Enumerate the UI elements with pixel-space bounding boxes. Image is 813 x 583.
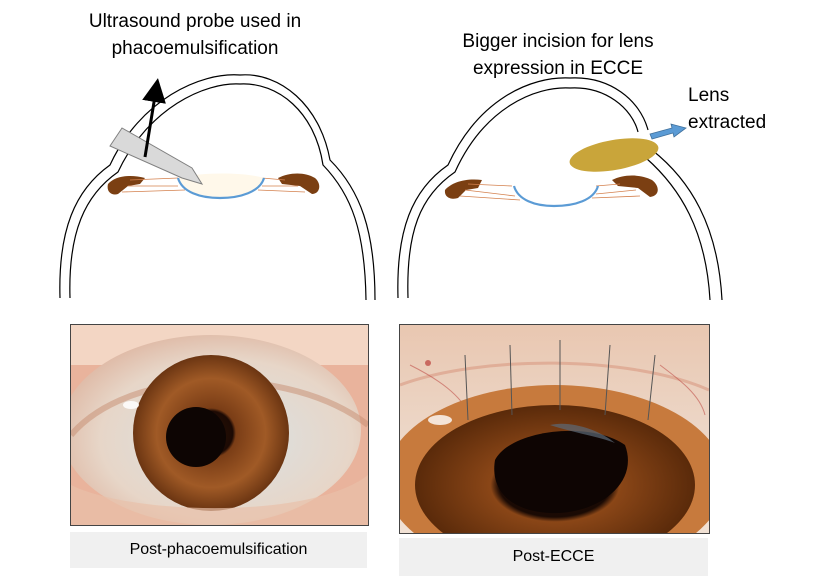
- left-zonules: [121, 177, 306, 193]
- post-ecce-caption: Post-ECCE: [399, 538, 708, 576]
- probe-label-line-1: Ultrasound probe used in: [88, 11, 302, 32]
- right-sclera-outer: [397, 77, 649, 299]
- incision-label-line-2: expression in ECCE: [472, 58, 644, 79]
- lens-label-line-1: Lens: [688, 85, 730, 106]
- post-phaco-eye-image: [71, 325, 368, 525]
- right-zonules: [459, 183, 641, 201]
- probe-pointer-arrow: [142, 78, 166, 158]
- left-sclera-inner: [69, 83, 367, 301]
- left-ciliary-body-left: [107, 176, 145, 195]
- probe-label-line-2: phacoemulsification: [111, 38, 279, 59]
- right-sclera-inner: [407, 87, 639, 299]
- right-ciliary-body-right: [612, 175, 658, 197]
- left-eye-diagram: [59, 74, 376, 301]
- right-sclera-inner-2: [645, 157, 711, 301]
- extracted-lens: [569, 138, 659, 172]
- left-ciliary-body-right: [278, 173, 320, 194]
- ultrasound-probe: [109, 127, 204, 185]
- post-ecce-caption-text: Post-ECCE: [512, 548, 595, 565]
- post-phaco-photo: [70, 324, 369, 526]
- right-sclera-outer-2: [651, 149, 723, 301]
- left-capsule: [176, 177, 266, 200]
- right-capsule: [512, 185, 600, 208]
- left-sclera-outer: [59, 74, 376, 301]
- incision-label-line-1: Bigger incision for lens: [462, 31, 654, 52]
- post-ecce-eye-image: [400, 325, 709, 533]
- lens-extracted-arrow: [649, 123, 687, 140]
- right-eye-diagram: [397, 77, 723, 301]
- post-phaco-caption: Post-phacoemulsification: [70, 532, 367, 568]
- lens-label-line-2: extracted: [688, 112, 767, 133]
- post-ecce-photo: [399, 324, 710, 534]
- lens-label: Lens extracted: [688, 82, 766, 136]
- post-phaco-caption-text: Post-phacoemulsification: [129, 541, 308, 558]
- probe-label: Ultrasound probe used in phacoemulsifica…: [50, 8, 340, 62]
- incision-label: Bigger incision for lens expression in E…: [418, 28, 698, 82]
